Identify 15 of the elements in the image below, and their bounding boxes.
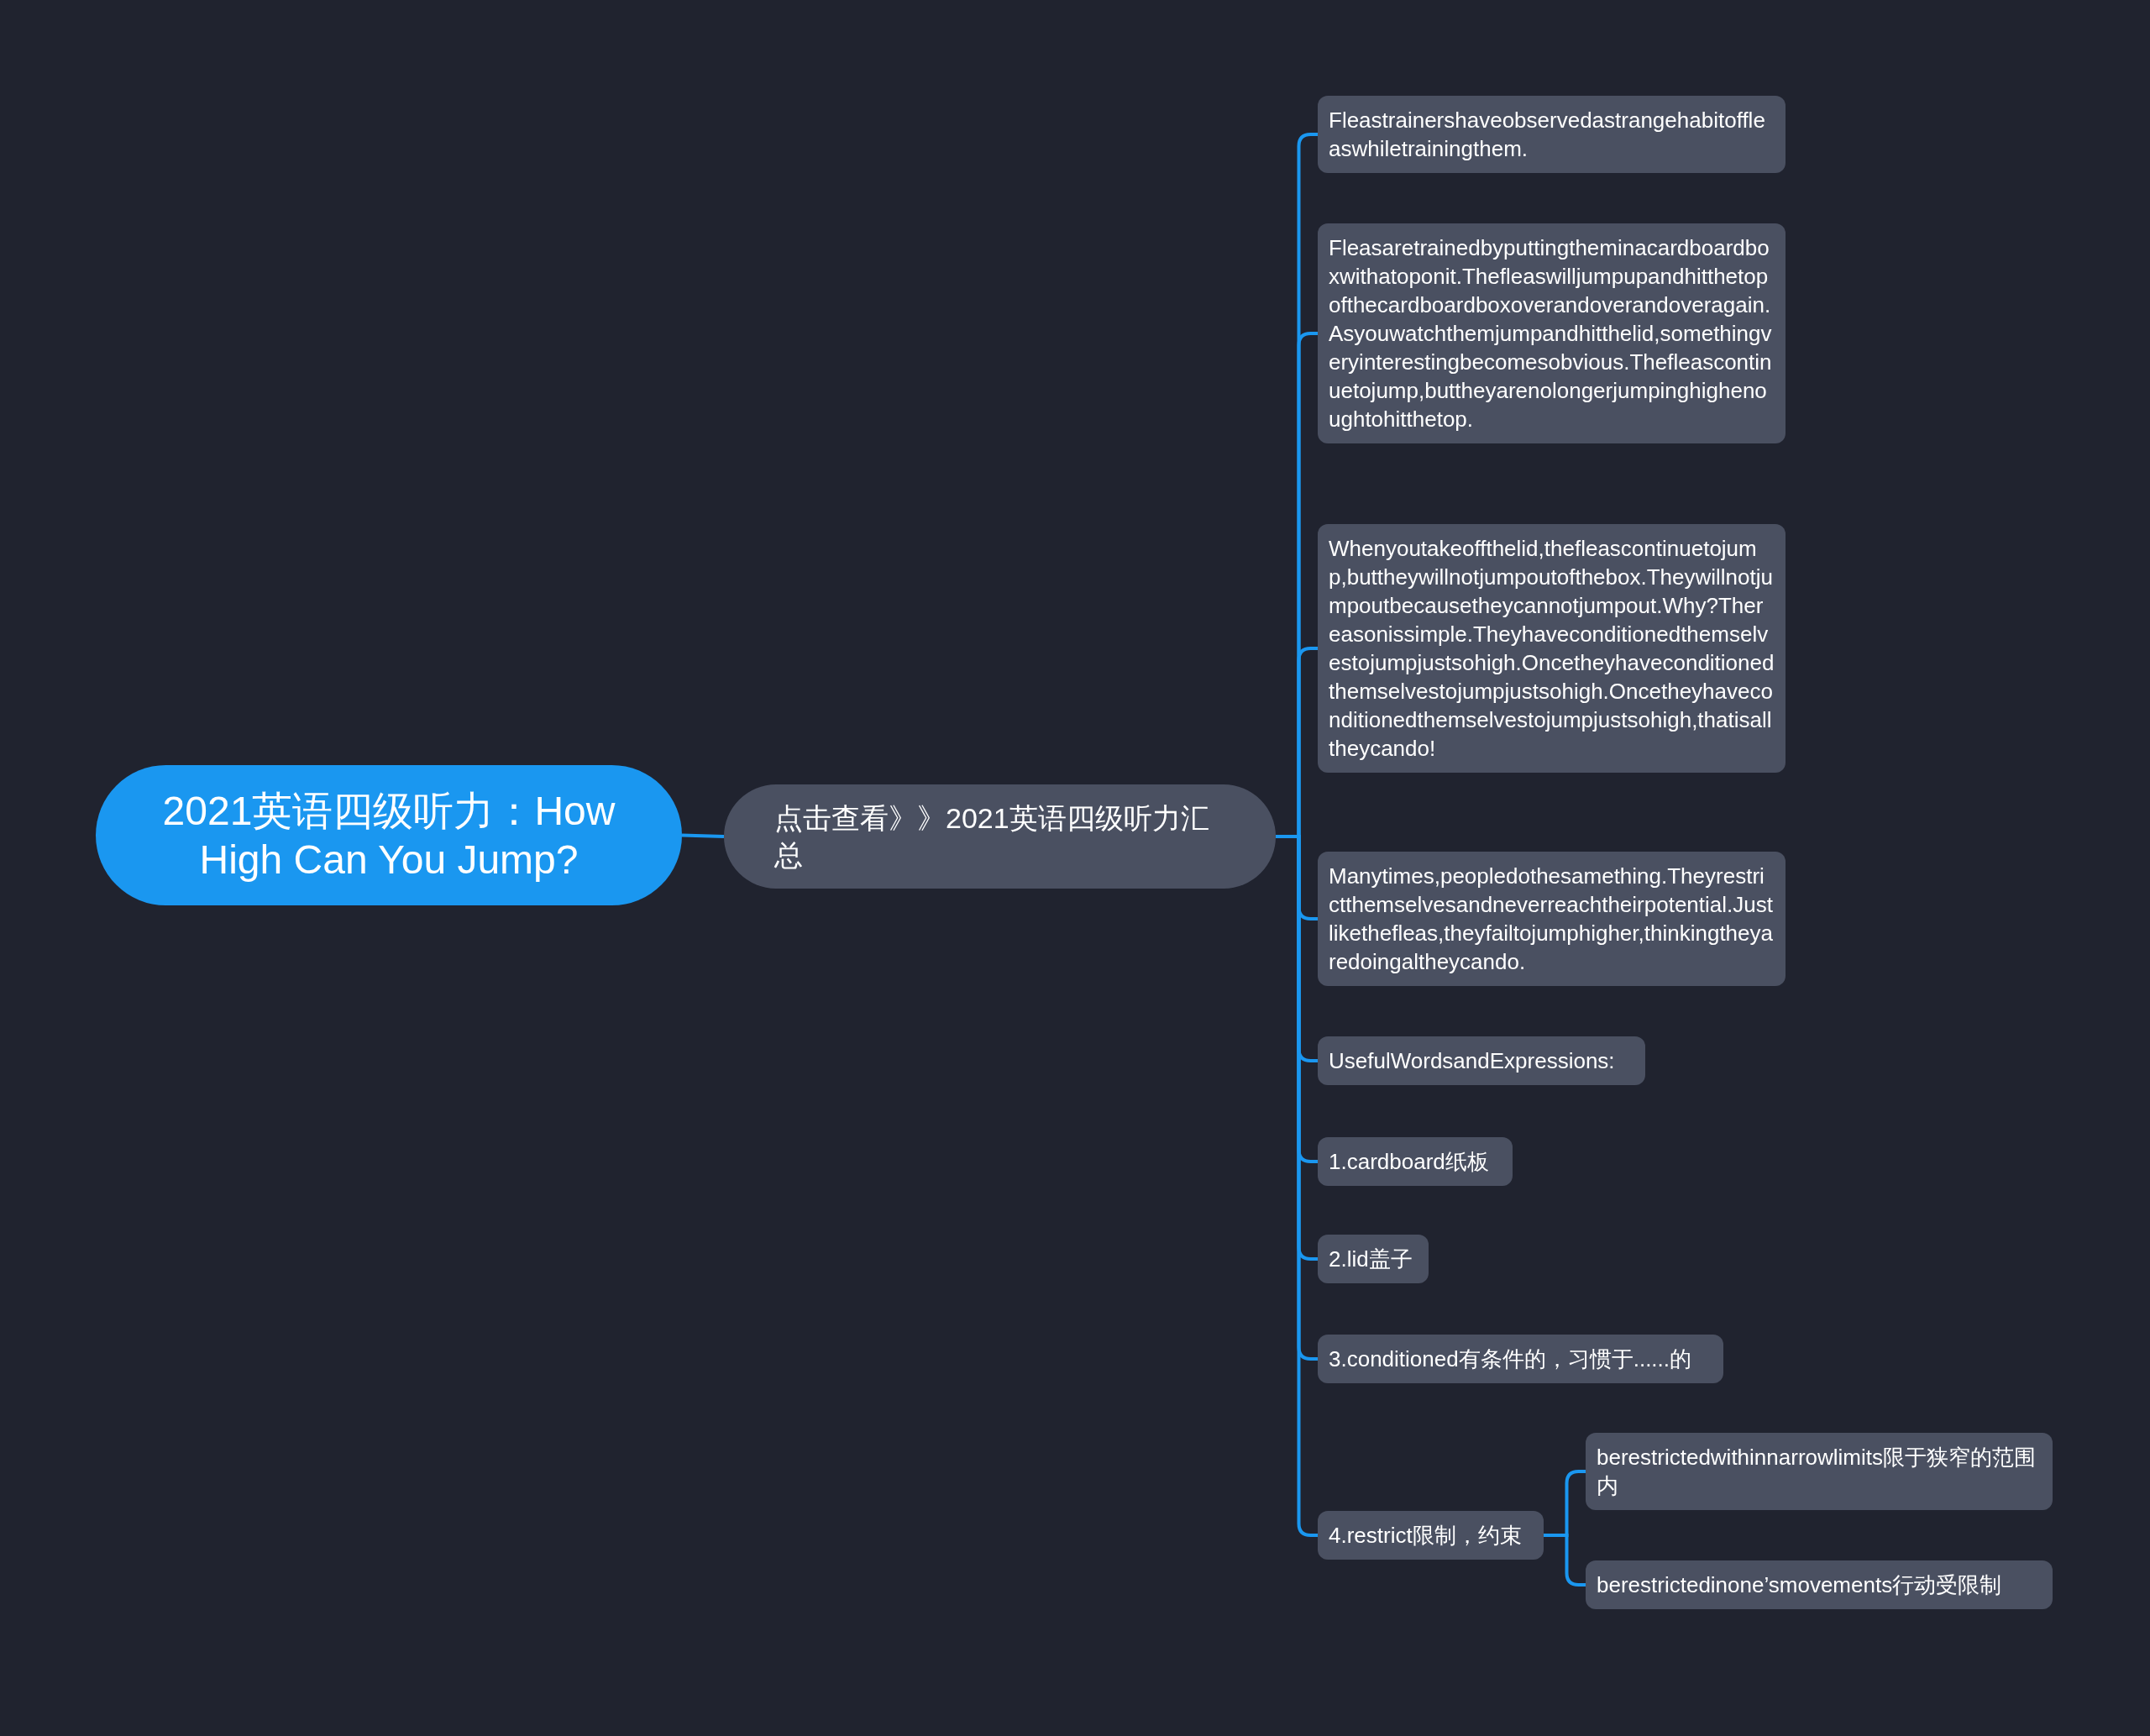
text-box: berestrictedwithinnarrowlimits限于狭窄的范围内 bbox=[1586, 1433, 2053, 1510]
text-box: Whenyoutakeoffthelid,thefleascontinuetojump,buttheywillnotjumpoutofthebox.Theywillnotjumpoutbecausetheycannotjumpout.Why?Thereasonissimple.Theyhaveconditionedthemselvestojumpjustsohigh.Oncetheyhaveconditionedthemselvestojumpjustsohigh.Oncetheyhaveconditionedthemselvestojumpjustsohigh,thatisalltheycando! bbox=[1318, 524, 1786, 773]
text-box: 4.restrict限制，约束 bbox=[1318, 1511, 1544, 1560]
text-box: Fleasaretrainedbyputtingtheminacardboardboxwithatoponit.Thefleaswilljumpupandhitthetopofthecardboardboxoverandoverandoveragain.Asyouwatchthemjumpandhitthelid,somethingveryinterestingbecomesobvious.Thefleascontinuetojump,buttheyarenolongerjumpinghighenoughtohitthetop. bbox=[1318, 223, 1786, 443]
topic-box: 点击查看》》2021英语四级听力汇总 bbox=[724, 784, 1276, 889]
text-box: 2.lid盖子 bbox=[1318, 1235, 1429, 1283]
text-box: 1.cardboard纸板 bbox=[1318, 1137, 1513, 1186]
connector-line bbox=[681, 833, 725, 838]
text-box: Fleastrainershaveobservedastrangehabitoffleaswhiletrainingthem. bbox=[1318, 96, 1786, 173]
text-box: UsefulWordsandExpressions: bbox=[1318, 1036, 1645, 1085]
topic-box: 2021英语四级听力：How High Can You Jump? bbox=[96, 765, 682, 905]
text-box: berestrictedinone’smovements行动受限制 bbox=[1586, 1560, 2053, 1609]
text-box: 3.conditioned有条件的，习惯于......的 bbox=[1318, 1335, 1723, 1383]
text-box: Manytimes,peopledothesamething.Theyrestrictthemselvesandneverreachtheirpotential.Justlikethefleas,theyfailtojumphigher,thinkingtheyaredoingaltheycando. bbox=[1318, 852, 1786, 986]
connector-line bbox=[1544, 1534, 1586, 1587]
